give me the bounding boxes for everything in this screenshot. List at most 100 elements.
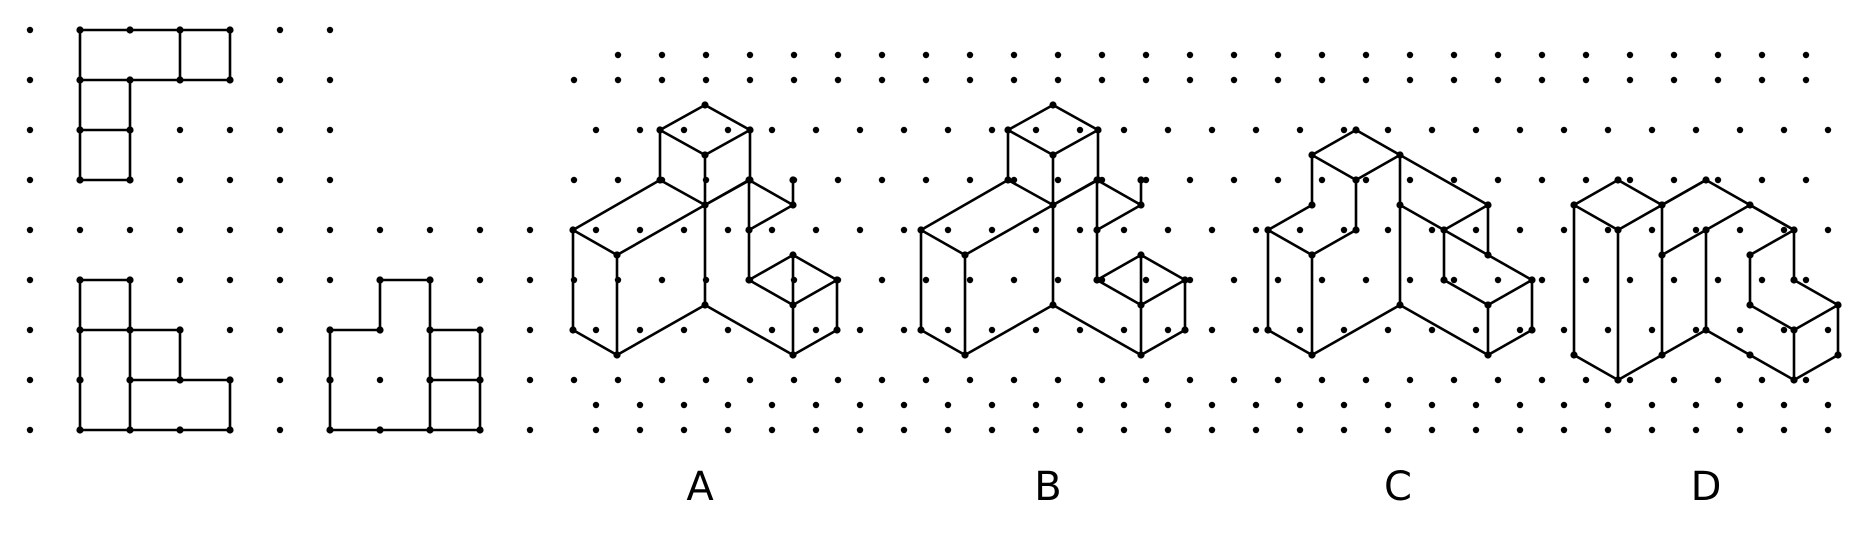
grid-dot	[1692, 326, 1700, 334]
grid-dot	[1560, 326, 1568, 334]
edge	[747, 278, 795, 357]
grid-dot	[614, 76, 622, 84]
grid-dot	[636, 401, 644, 409]
grid-dot	[1252, 326, 1260, 334]
front-view	[76, 276, 234, 434]
vertex-dot	[1352, 226, 1360, 234]
grid-dot	[944, 426, 952, 434]
grid-dot	[1120, 426, 1128, 434]
grid-dot	[1582, 276, 1590, 284]
grid-dot	[1582, 76, 1590, 84]
vertex-dot	[126, 376, 134, 384]
grid-dot	[1714, 276, 1722, 284]
grid-dot	[1780, 426, 1788, 434]
vertex-dot	[176, 376, 184, 384]
grid-dot	[614, 176, 622, 184]
grid-dot	[1076, 426, 1084, 434]
option-d-figure[interactable]	[1570, 176, 1842, 384]
grid-dot	[658, 276, 666, 284]
vertex-dot	[126, 176, 134, 184]
grid-dot	[1802, 51, 1810, 59]
grid-dot	[1252, 401, 1260, 409]
grid-dot	[1362, 76, 1370, 84]
grid-dot	[1296, 126, 1304, 134]
grid-dot	[1252, 226, 1260, 234]
vertex-dot	[76, 276, 84, 284]
grid-dot	[1802, 176, 1810, 184]
vertex-dot	[476, 426, 484, 434]
grid-dot	[1054, 76, 1062, 84]
grid-dot	[768, 126, 776, 134]
edge	[1704, 203, 1840, 332]
vertex-dot	[76, 426, 84, 434]
grid-dot	[1230, 376, 1238, 384]
option-b-label[interactable]: B	[1034, 464, 1061, 510]
option-b-figure[interactable]	[917, 101, 1189, 359]
grid-dot	[680, 126, 688, 134]
vertex-dot	[176, 76, 184, 84]
grid-dot	[1516, 426, 1524, 434]
grid-dot	[226, 176, 234, 184]
grid-dot	[1802, 376, 1810, 384]
grid-dot	[834, 176, 842, 184]
vertex-dot	[176, 26, 184, 34]
grid-dot	[276, 376, 284, 384]
grid-dot	[1340, 401, 1348, 409]
grid-dot	[276, 76, 284, 84]
edge	[1006, 103, 1100, 157]
grid-dot	[768, 426, 776, 434]
option-d-label[interactable]: D	[1691, 464, 1722, 510]
grid-dot	[1032, 226, 1040, 234]
edge	[78, 28, 232, 82]
grid-dot	[1736, 226, 1744, 234]
edge	[791, 253, 839, 307]
vertex-dot	[76, 76, 84, 84]
grid-dot	[1252, 426, 1260, 434]
option-c-figure[interactable]	[1264, 126, 1536, 359]
grid-dot	[1758, 376, 1766, 384]
grid-dot	[746, 76, 754, 84]
grid-dot	[856, 126, 864, 134]
grid-dot	[1758, 276, 1766, 284]
grid-dot	[276, 276, 284, 284]
grid-dot	[570, 376, 578, 384]
option-a-label[interactable]: A	[686, 464, 714, 510]
grid-dot	[1472, 401, 1480, 409]
grid-dot	[1560, 126, 1568, 134]
vertex-dot	[1528, 326, 1536, 334]
vertex-dot	[76, 326, 84, 334]
grid-dot	[922, 376, 930, 384]
grid-dot	[526, 426, 534, 434]
vertex-dot	[1352, 126, 1360, 134]
vertex-dot	[1614, 176, 1622, 184]
grid-dot	[1384, 326, 1392, 334]
grid-dot	[1538, 76, 1546, 84]
grid-dot	[966, 76, 974, 84]
grid-dot	[724, 126, 732, 134]
grid-dot	[1538, 176, 1546, 184]
grid-dot	[680, 401, 688, 409]
grid-dot	[834, 376, 842, 384]
grid-dot	[526, 376, 534, 384]
grid-dot	[1406, 176, 1414, 184]
grid-dot	[1714, 76, 1722, 84]
grid-dot	[1472, 226, 1480, 234]
grid-dot	[326, 76, 334, 84]
grid-dot	[1340, 126, 1348, 134]
grid-dot	[226, 276, 234, 284]
grid-dot	[1648, 226, 1656, 234]
grid-dot	[1736, 426, 1744, 434]
grid-dot	[1604, 226, 1612, 234]
grid-dot	[1428, 126, 1436, 134]
grid-dot	[746, 51, 754, 59]
grid-dot	[1780, 226, 1788, 234]
grid-dot	[988, 401, 996, 409]
option-c-label[interactable]: C	[1384, 464, 1412, 510]
grid-dot	[1032, 426, 1040, 434]
vertex-dot	[476, 326, 484, 334]
option-a-figure[interactable]	[569, 101, 841, 359]
grid-dot	[1802, 276, 1810, 284]
grid-dot	[636, 326, 644, 334]
vertex-dot	[376, 426, 384, 434]
vertex-dot	[76, 126, 84, 134]
